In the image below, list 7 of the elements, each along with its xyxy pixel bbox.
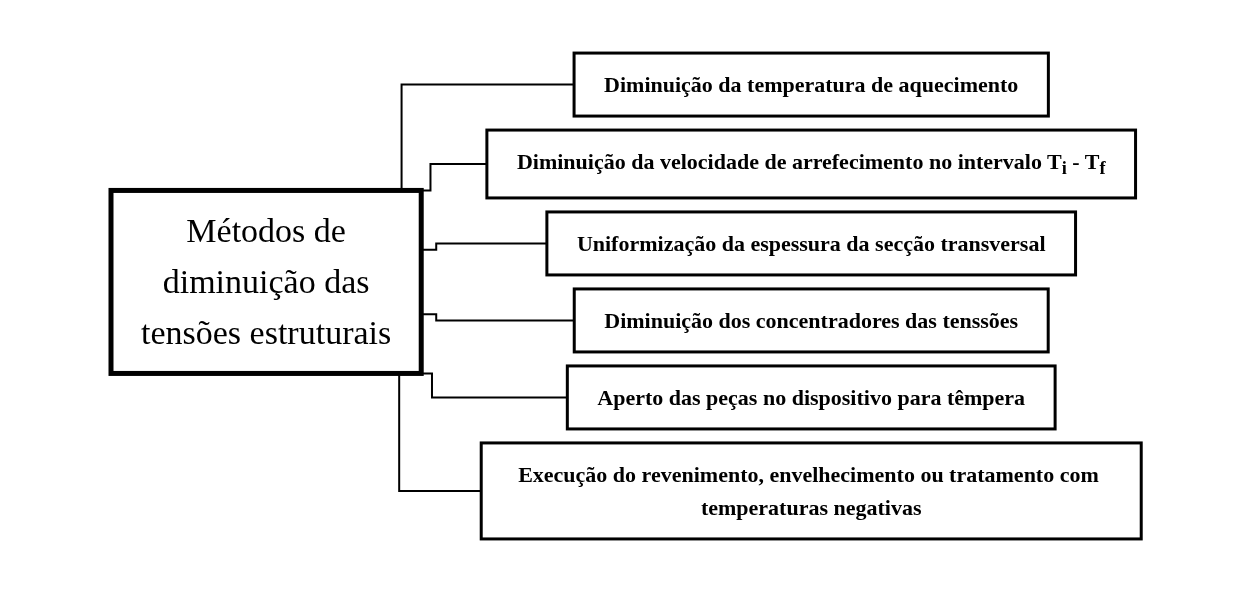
node-box: Uniformização da espessura da secção transversal [545, 210, 1078, 277]
node-box: Métodos de diminuição das tensões estruturais [108, 187, 425, 376]
node-box: Diminuição da velocidade de arrefecimento no intervalo T$_{i}$ - T$_{f}$ [485, 128, 1138, 200]
node-box: Aperto das peças no dispositivo para têmpera [566, 364, 1057, 431]
node-box: Diminuição dos concentradores das tenssões [573, 287, 1051, 354]
node-box: Diminuição da temperatura de aquecimento [572, 51, 1051, 118]
node-box: Execução do revenimento, envelhecimento ou tratamento com temperaturas negativas [480, 441, 1144, 541]
